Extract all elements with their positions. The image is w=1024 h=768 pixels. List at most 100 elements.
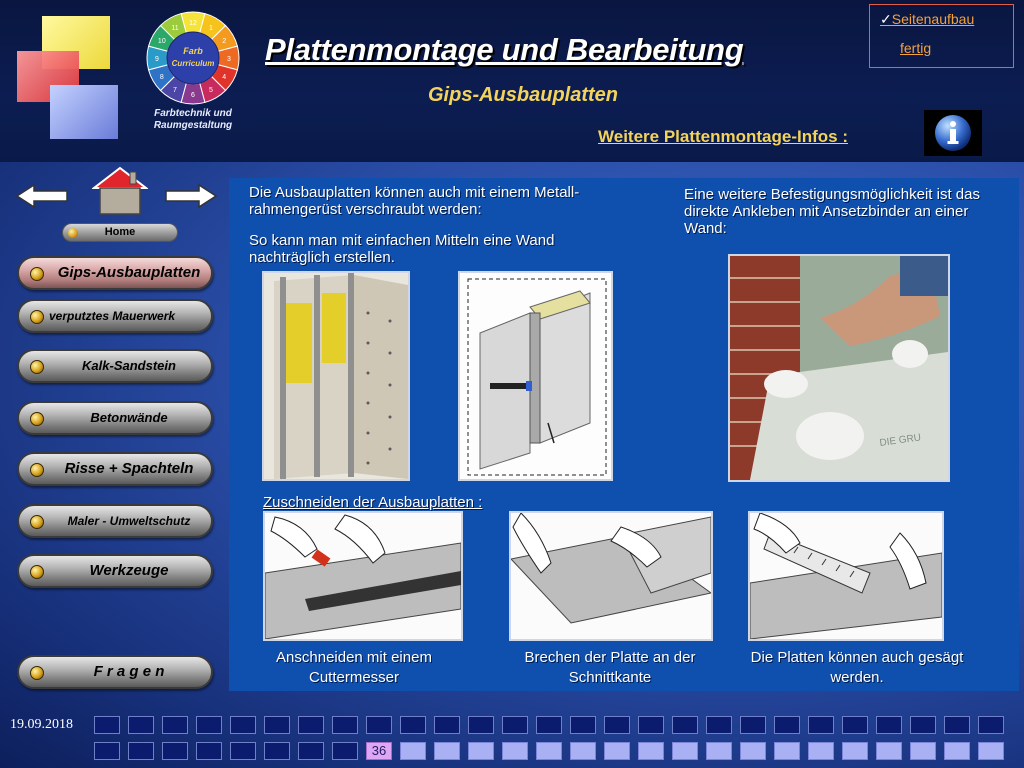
nav-werkzeuge[interactable]: Werkzeuge [17,554,213,588]
slide-thumb[interactable] [774,742,800,760]
nav-dot-icon [30,515,44,529]
slide-thumb[interactable] [196,742,222,760]
slide-thumb[interactable] [672,742,698,760]
text-metal-frame: Die Ausbauplatten können auch mit einem … [249,184,580,218]
nav-kalk-sandstein[interactable]: Kalk-Sandstein [17,349,213,383]
nav-label: Risse + Spachteln [64,460,194,477]
slide-thumb[interactable] [740,716,766,734]
slide-thumb[interactable] [366,716,392,734]
slide-thumb[interactable] [978,716,1004,734]
status-line-1[interactable]: ✓Seitenaufbau [880,11,1013,28]
slide-thumb[interactable] [842,742,868,760]
nav-label: verputztes Mauerwerk [49,309,176,323]
slide-thumb[interactable] [944,742,970,760]
home-dot-icon [68,228,78,238]
nav-betonwaende[interactable]: Betonwände [17,401,213,435]
slide-thumb[interactable] [230,742,256,760]
slide-thumb[interactable] [536,716,562,734]
slide-thumb-current[interactable]: 36 [366,742,392,760]
nav-risse-spachteln[interactable]: Risse + Spachteln [17,452,213,486]
slide-thumb[interactable] [230,716,256,734]
slide-thumb[interactable] [604,716,630,734]
color-wheel-number: 1 [209,25,213,32]
home-house-icon[interactable] [92,166,148,216]
color-wheel-number: 8 [160,74,164,81]
color-wheel-number: 3 [227,56,231,63]
nav-dot-icon [30,267,44,281]
slide-thumb[interactable] [638,716,664,734]
slide-thumb[interactable] [876,742,902,760]
slide-thumb[interactable] [94,742,120,760]
color-wheel-number: 6 [191,92,195,99]
nav-dot-icon [30,666,44,680]
slide-thumb[interactable] [94,716,120,734]
slide-thumb[interactable] [570,716,596,734]
slide-thumb[interactable] [706,716,732,734]
slide-thumb[interactable] [876,716,902,734]
slide-thumb[interactable] [400,742,426,760]
image-panel-drawing [458,271,613,481]
color-wheel-number: 9 [155,56,159,63]
caption-sawing: Die Platten können auch gesägt werden. [750,649,964,686]
nav-gips-ausbauplatten[interactable]: Gips-Ausbauplatten [17,256,213,290]
slide-thumb[interactable] [570,742,596,760]
slide-thumb[interactable] [502,716,528,734]
nav-verputztes-mauerwerk[interactable]: verputztes Mauerwerk [17,299,213,333]
slide-thumb[interactable] [400,716,426,734]
slide-thumb[interactable] [128,742,154,760]
slide-thumb[interactable] [604,742,630,760]
status-label-1: Seitenaufbau [891,11,975,27]
nav-label: Maler - Umweltschutz [67,514,191,528]
slide-thumb[interactable] [740,742,766,760]
nav-dot-icon [30,565,44,579]
slide-thumb[interactable] [196,716,222,734]
color-wheel-number: 11 [171,25,178,32]
slide-thumb[interactable] [434,716,460,734]
slide-thumb[interactable] [332,742,358,760]
slide-thumb[interactable] [910,716,936,734]
slide-thumb[interactable] [264,716,290,734]
slide-thumb[interactable] [808,742,834,760]
footer-date: 19.09.2018 [10,717,73,732]
logo-text-line2: Curriculum [172,59,215,68]
back-arrow-icon[interactable] [16,183,68,209]
status-line-2[interactable]: fertig [900,40,932,56]
slide-thumb[interactable] [808,716,834,734]
slide-thumb[interactable] [536,742,562,760]
slide-thumb[interactable] [638,742,664,760]
info-button[interactable] [924,110,982,156]
nav-maler-umweltschutz[interactable]: Maler - Umweltschutz [17,504,213,538]
forward-arrow-icon[interactable] [165,183,217,209]
slide-thumb[interactable] [264,742,290,760]
slide-thumb[interactable] [910,742,936,760]
slide-thumb[interactable] [332,716,358,734]
status-box: ✓Seitenaufbau fertig [869,4,1014,68]
home-label: Home [104,226,136,238]
nav-fragen[interactable]: F r a g e n [17,655,213,689]
slide-thumb[interactable] [162,742,188,760]
more-infos-link[interactable]: Weitere Plattenmontage-Infos : [598,127,848,146]
slide-thumb[interactable] [468,742,494,760]
slide-thumb[interactable] [434,742,460,760]
slide-thumb[interactable] [672,716,698,734]
slide-thumb[interactable] [978,742,1004,760]
nav-label: Betonwände [90,410,168,425]
slide-thumb[interactable] [298,742,324,760]
text-adhesive: Eine weitere Befestigungsmöglichkeit ist… [684,186,980,237]
slide-thumb[interactable] [298,716,324,734]
logo-subtitle: Farbtechnik und Raumgestaltung [153,108,233,131]
slide-thumb[interactable] [162,716,188,734]
slide-thumb[interactable] [502,742,528,760]
image-breaking-panel [509,511,713,641]
slide-thumb[interactable] [842,716,868,734]
nav-dot-icon [30,412,44,426]
slide-thumb[interactable] [774,716,800,734]
image-cutter-knife [263,511,463,641]
slide-thumb[interactable] [468,716,494,734]
slide-thumb[interactable] [944,716,970,734]
nav-dot-icon [30,360,44,374]
slide-thumb[interactable] [128,716,154,734]
slide-thumb[interactable] [706,742,732,760]
home-button[interactable]: Home [62,223,178,242]
